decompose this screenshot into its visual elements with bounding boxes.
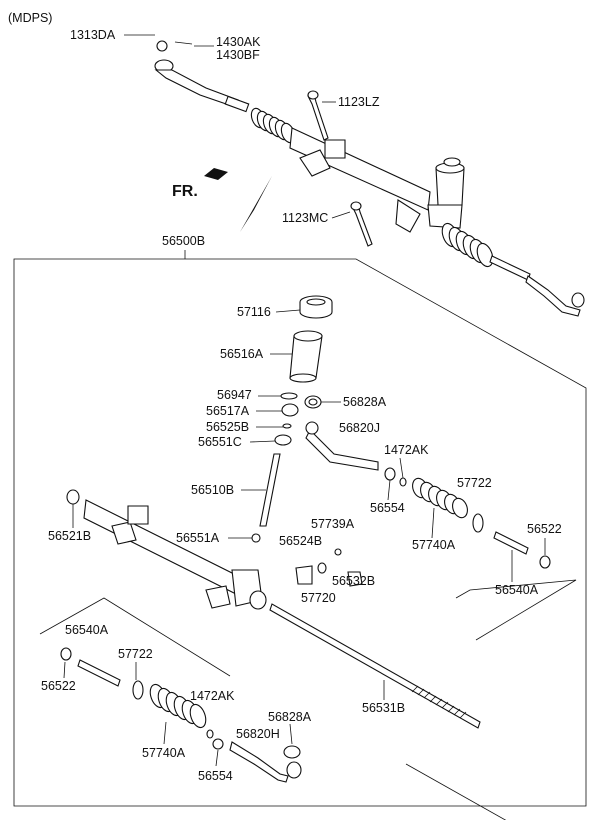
part-label-56522-left[interactable]: 56522 (41, 679, 76, 693)
part-label-56524B[interactable]: 56524B (279, 534, 322, 548)
part-label-56531B[interactable]: 56531B (362, 701, 405, 715)
part-label-1430AK[interactable]: 1430AK (216, 35, 261, 49)
part-label-56540A-right[interactable]: 56540A (495, 583, 539, 597)
part-label-57739A[interactable]: 57739A (311, 517, 355, 531)
part-label-56820H[interactable]: 56820H (236, 727, 280, 741)
part-label-56820J[interactable]: 56820J (339, 421, 380, 435)
part-label-56500B[interactable]: 56500B (162, 234, 205, 248)
part-label-56551A[interactable]: 56551A (176, 531, 220, 545)
part-label-57722-left[interactable]: 57722 (118, 647, 153, 661)
part-label-1430BF[interactable]: 1430BF (216, 48, 260, 62)
kit-boundary (13, 258, 587, 807)
part-label-56521B[interactable]: 56521B (48, 529, 91, 543)
part-label-56510B[interactable]: 56510B (191, 483, 234, 497)
part-label-1472AK-left[interactable]: 1472AK (190, 689, 235, 703)
direction-label: FR. (172, 183, 198, 200)
part-label-56525B[interactable]: 56525B (206, 420, 249, 434)
top-assembly-illustration (154, 40, 585, 317)
part-label-1123LZ[interactable]: 1123LZ (338, 95, 380, 109)
mdps-note: (MDPS) (8, 11, 52, 25)
part-label-56828A-top[interactable]: 56828A (343, 395, 387, 409)
part-label-56517A[interactable]: 56517A (206, 404, 250, 418)
part-label-56522-right[interactable]: 56522 (527, 522, 562, 536)
part-label-1313DA[interactable]: 1313DA (70, 28, 116, 42)
part-label-57740A-left[interactable]: 57740A (142, 746, 186, 760)
part-label-1123MC[interactable]: 1123MC (282, 211, 328, 225)
part-label-56554-right[interactable]: 56554 (370, 501, 405, 515)
part-label-57722-right[interactable]: 57722 (457, 476, 492, 490)
part-label-56947[interactable]: 56947 (217, 388, 252, 402)
part-label-57116[interactable]: 57116 (237, 305, 271, 319)
part-label-56516A[interactable]: 56516A (220, 347, 264, 361)
inner-parts-illustration (39, 295, 577, 820)
part-label-56551C[interactable]: 56551C (198, 435, 242, 449)
part-label-56532B[interactable]: 56532B (332, 574, 375, 588)
part-label-56540A-left[interactable]: 56540A (65, 623, 109, 637)
part-label-1472AK-right[interactable]: 1472AK (384, 443, 429, 457)
part-label-57740A-right[interactable]: 57740A (412, 538, 456, 552)
part-label-56828A-bottom[interactable]: 56828A (268, 710, 312, 724)
part-label-57720[interactable]: 57720 (301, 591, 336, 605)
part-label-56554-left[interactable]: 56554 (198, 769, 233, 783)
